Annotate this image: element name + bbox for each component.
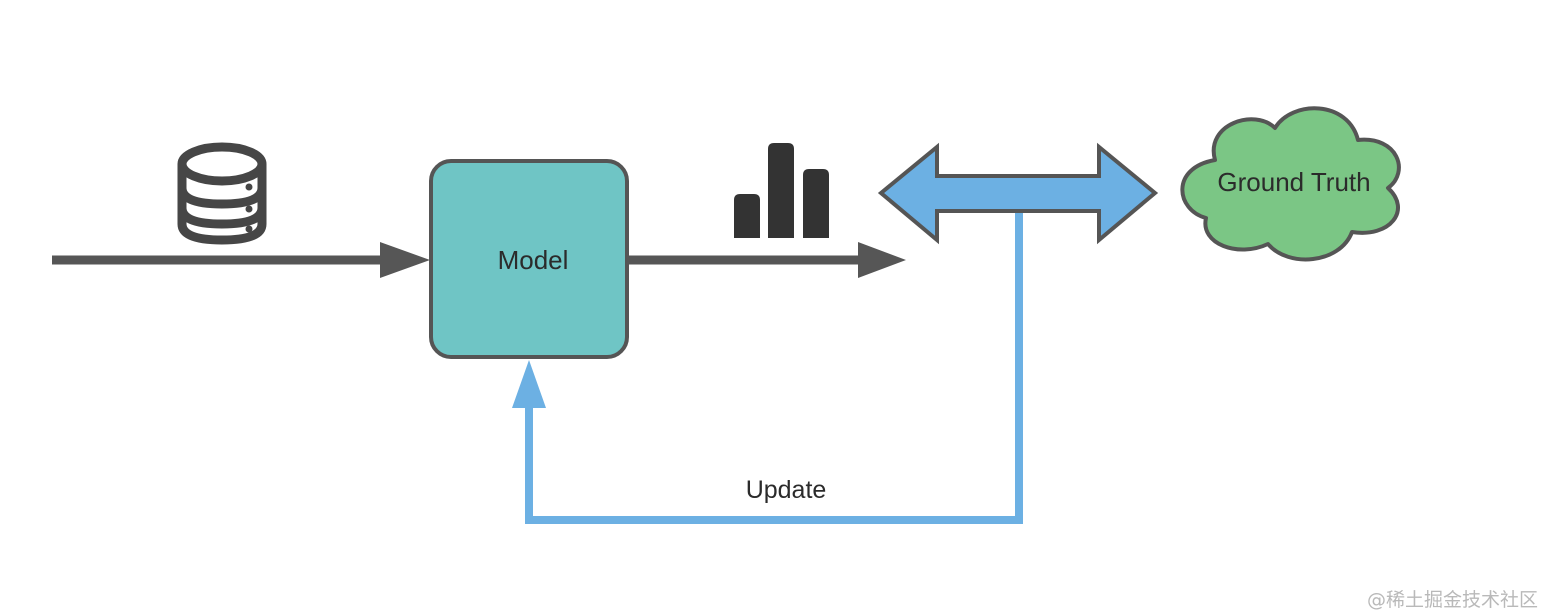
model-node[interactable]: Model — [429, 159, 629, 359]
watermark-text: @稀土掘金技术社区 — [1366, 589, 1538, 611]
bar-chart-icon — [734, 143, 829, 238]
model-label: Model — [498, 245, 569, 275]
database-icon — [177, 142, 267, 245]
input-arrow — [52, 242, 430, 278]
ground-truth-label: Ground Truth — [1217, 167, 1370, 197]
ground-truth-node[interactable]: Ground Truth — [1180, 106, 1401, 262]
output-arrow — [627, 242, 906, 278]
update-label: Update — [746, 476, 827, 504]
update-arrow — [512, 212, 1023, 524]
compare-double-arrow — [877, 142, 1159, 245]
